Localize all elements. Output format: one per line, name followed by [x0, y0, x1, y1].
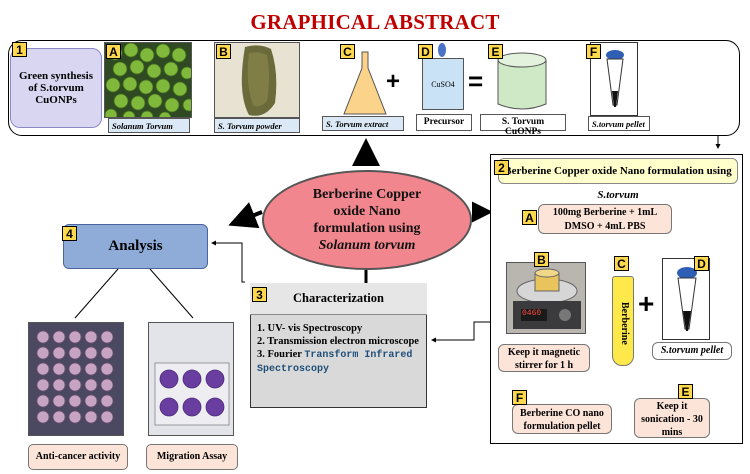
dropper-icon — [438, 43, 446, 57]
step-a-line1: 100mg Berberine + 1mL — [552, 207, 658, 218]
well-plate-image — [29, 323, 123, 435]
caption-extract: S. Torvum extract — [322, 116, 404, 131]
badge-2: 2 — [494, 160, 509, 175]
anti-cancer-plate-photo — [28, 322, 124, 436]
char-item-3-colored: Transform Infrared Spectroscopy — [257, 350, 413, 375]
stirrer-photo — [506, 262, 586, 334]
step-f-box: Berberine CO nano formulation pellet — [512, 404, 612, 434]
step-b-label: Keep it magnetic stirrer for 1 h — [507, 347, 581, 371]
berberine-tube — [612, 276, 634, 366]
pellet-box — [590, 42, 638, 116]
char-item-3: 3. Fourier Transform Infrared Spectrosco… — [257, 348, 425, 376]
branch-left — [74, 268, 119, 319]
cuso4-label: CuSO4 — [431, 80, 455, 89]
step-a-line2: DMSO + 4mL PBS — [564, 221, 646, 232]
step-d-label-box: S.torvum pellet — [652, 342, 732, 360]
caption-precursor: Precursor — [416, 114, 472, 131]
badge-f: F — [586, 44, 601, 59]
pellet-tube-icon-2 — [677, 267, 697, 331]
char-item-3-prefix: 3. Fourier — [257, 349, 305, 360]
center-line1: Berberine Copper — [312, 187, 422, 202]
step-f-label: Berberine CO nano formulation pellet — [520, 408, 604, 432]
badge-2d: D — [694, 256, 709, 271]
char-item-2: 2. Transmission electron microscope — [257, 336, 419, 347]
stirrer-display: 0460 — [522, 309, 542, 318]
berberine-tube-label: Berberine — [619, 302, 630, 345]
migration-plate-image — [149, 323, 233, 435]
center-ellipse: Berberine Copper oxide Nano formulation … — [262, 170, 472, 270]
formulation-title: Berberine Copper oxide Nano formulation … — [504, 165, 732, 177]
badge-2c: C — [614, 256, 629, 271]
pellet-tube-icon — [606, 50, 624, 107]
caption-anti-cancer: Anti-cancer activity — [28, 444, 128, 470]
cuso4-beaker: CuSO4 — [422, 58, 464, 110]
plus-sign-2: + — [638, 288, 655, 319]
badge-2f: F — [512, 390, 527, 405]
badge-e: E — [488, 44, 503, 59]
badge-4: 4 — [62, 226, 77, 241]
badge-3: 3 — [252, 287, 267, 302]
caption-pellet: S.torvum pellet — [588, 116, 650, 131]
green-synthesis-label: Green synthesis of S.torvum CuONPs — [18, 70, 94, 106]
equals-sign: = — [468, 66, 484, 96]
characterization-list: 1. UV- vis Spectroscopy 2. Transmission … — [257, 322, 425, 376]
step-e-box: Keep it sonication - 30 mins — [634, 398, 710, 438]
step-e-label: Keep it sonication - 30 mins — [641, 401, 703, 438]
caption-cuonps: S. Torvum CuONPs — [480, 114, 566, 137]
cuonps-cylinder-icon — [497, 52, 547, 110]
extract-flask-icon — [343, 51, 387, 115]
badge-d: D — [418, 44, 433, 59]
badge-b: B — [216, 44, 231, 59]
magnetic-stirrer-image — [507, 263, 585, 333]
page-title: GRAPHICAL ABSTRACT — [250, 10, 500, 34]
formulation-header: Berberine Copper oxide Nano formulation … — [498, 158, 738, 201]
badge-1: 1 — [12, 42, 27, 57]
badge-2a: A — [522, 210, 537, 225]
arrow-char-to-analysis — [211, 240, 245, 283]
badge-a: A — [106, 44, 121, 59]
char-item-1: 1. UV- vis Spectroscopy — [257, 323, 363, 334]
step-a-box: 100mg Berberine + 1mL DMSO + 4mL PBS — [538, 204, 672, 234]
caption-solanum-torvum: Solanum Torvum — [108, 118, 190, 133]
characterization-header: Characterization — [250, 283, 427, 315]
badge-2b: B — [534, 252, 549, 267]
center-line4: Solanum torvum — [318, 238, 416, 253]
analysis-box: Analysis — [63, 224, 208, 269]
step-b-label-box: Keep it magnetic stirrer for 1 h — [498, 344, 590, 372]
green-synthesis-box: Green synthesis of S.torvum CuONPs — [10, 48, 102, 128]
arrow-panel2-to-char — [431, 321, 490, 343]
arrow-center-left — [228, 202, 263, 229]
plus-sign: + — [386, 68, 401, 95]
branch-right — [149, 268, 194, 319]
badge-c: C — [340, 44, 355, 59]
badge-2e: E — [678, 384, 693, 399]
migration-plate-photo — [148, 322, 234, 436]
formulation-title-italic: S.torvum — [597, 189, 639, 201]
caption-migration: Migration Assay — [146, 444, 238, 470]
powder-image — [241, 45, 277, 116]
step-d-label: S.torvum pellet — [660, 345, 724, 356]
center-line3: formulation using — [313, 221, 421, 236]
center-line2: oxide Nano — [333, 204, 401, 219]
analysis-title: Analysis — [108, 238, 163, 254]
caption-powder: S. Torvum powder — [214, 118, 300, 133]
pellet-box-2 — [662, 258, 710, 340]
